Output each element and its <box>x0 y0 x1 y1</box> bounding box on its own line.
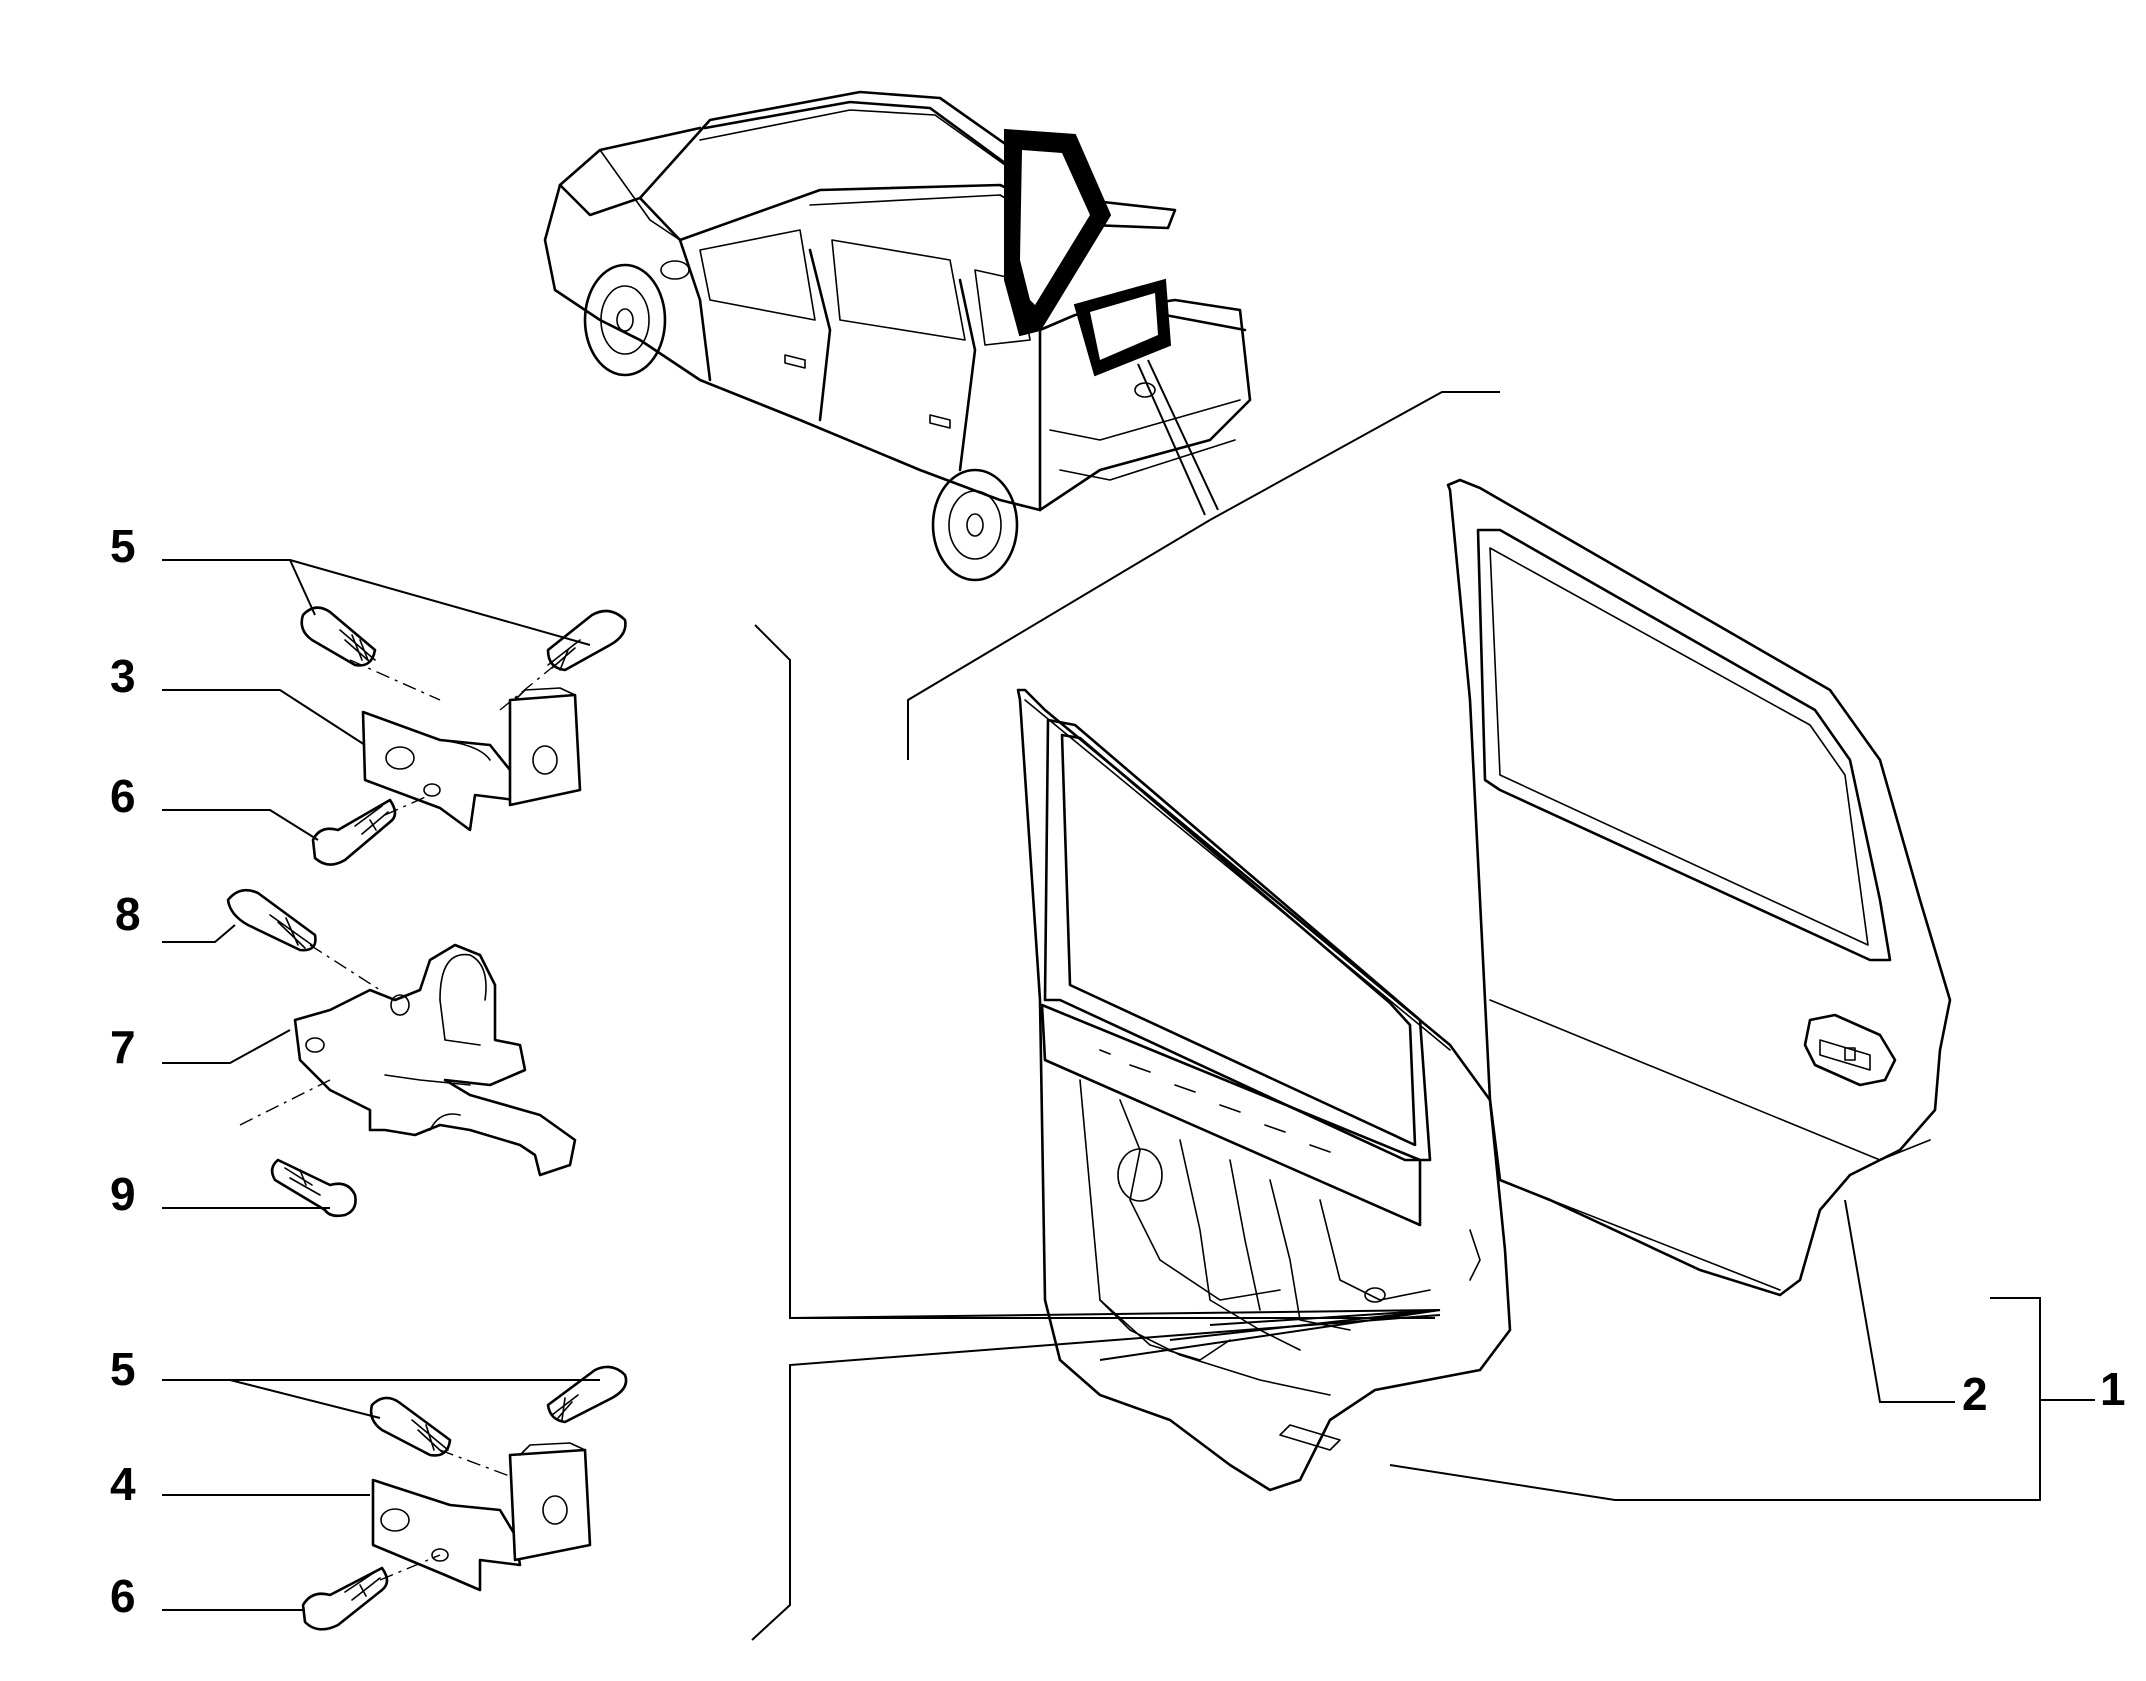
door-check-strap-7 <box>293 943 577 1177</box>
door-inner-structure <box>1016 688 1512 1492</box>
callout-1: 1 <box>2100 1363 2126 1415</box>
hinge-4 <box>371 1442 592 1592</box>
leader-lines <box>162 559 2095 1641</box>
callout-6-upper: 6 <box>110 770 136 822</box>
callout-8: 8 <box>115 888 141 940</box>
callout-5-upper: 5 <box>110 520 136 572</box>
car-illustration <box>543 90 1252 582</box>
door-outer-panel <box>1446 478 1952 1297</box>
callout-9: 9 <box>110 1168 136 1220</box>
bolt-9 <box>270 1158 357 1218</box>
bolt-5-lower-left <box>369 1396 452 1457</box>
bolt-8 <box>226 888 317 952</box>
bolt-6-upper <box>311 798 397 866</box>
car-to-door-pointer <box>907 359 1500 760</box>
callout-5-lower: 5 <box>110 1343 136 1395</box>
callout-3: 3 <box>110 650 136 702</box>
callout-4: 4 <box>110 1458 136 1510</box>
hinge-3 <box>361 687 582 832</box>
callout-2: 2 <box>1962 1368 1988 1420</box>
bolt-5-upper-left <box>300 606 377 667</box>
callout-7: 7 <box>110 1021 136 1073</box>
bolt-5-lower-right <box>546 1365 628 1424</box>
bolt-5-upper-right <box>546 609 627 672</box>
callout-numbers: 5 3 6 8 7 9 5 4 6 2 1 <box>110 520 2126 1622</box>
callout-6-lower: 6 <box>110 1570 136 1622</box>
bolt-6-lower <box>301 1566 389 1631</box>
